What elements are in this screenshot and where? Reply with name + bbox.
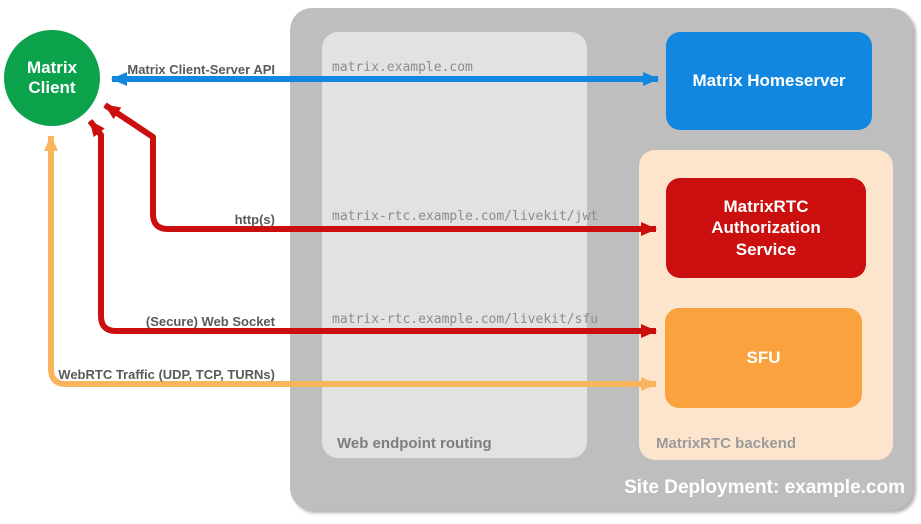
sfu-node: SFU: [665, 308, 862, 408]
matrix-client-label-line2: Client: [28, 78, 76, 97]
matrix-client-label-line1: Matrix: [26, 57, 78, 77]
web-endpoint-routing-panel: [322, 32, 587, 458]
auth-service-label-line2: Authorization: [711, 218, 821, 238]
matrix-client-node: Matrix Client: [4, 30, 100, 126]
auth-service-label-line1: MatrixRTC: [723, 197, 809, 217]
websocket-label: (Secure) Web Socket: [145, 314, 275, 329]
site-deployment-caption: Site Deployment: example.com: [624, 477, 905, 498]
routing-panel-caption: Web endpoint routing: [337, 435, 492, 452]
sfu-label: SFU: [746, 348, 781, 368]
matrix-homeserver-node: Matrix Homeserver: [666, 32, 872, 130]
webrtc-traffic-label: WebRTC Traffic (UDP, TCP, TURNs): [58, 367, 275, 382]
auth-service-node: MatrixRTC Authorization Service: [666, 178, 866, 278]
endpoint-matrix-domain: matrix.example.com: [332, 60, 473, 75]
backend-panel-caption: MatrixRTC backend: [656, 435, 797, 452]
matrix-homeserver-label: Matrix Homeserver: [692, 71, 846, 91]
auth-service-label-line3: Service: [735, 239, 797, 259]
client-server-api-label: Matrix Client-Server API: [127, 62, 275, 77]
endpoint-livekit-jwt: matrix-rtc.example.com/livekit/jwt: [332, 209, 599, 224]
http-label: http(s): [234, 212, 275, 227]
endpoint-livekit-sfu: matrix-rtc.example.com/livekit/sfu: [332, 312, 599, 327]
